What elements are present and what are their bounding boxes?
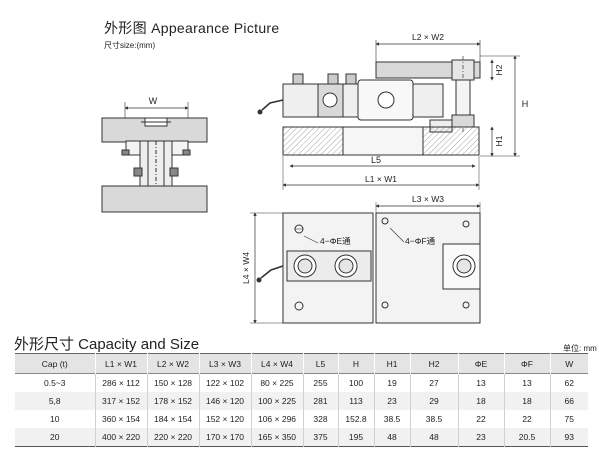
table-cell: 80 × 225 [250, 373, 303, 392]
table-cell: 29 [409, 392, 458, 410]
end-view [101, 102, 208, 213]
column-header: L5 [302, 353, 338, 374]
label-hole-f: 4−ΦF通 [405, 236, 436, 246]
column-header: H [337, 353, 374, 374]
table-cell: 170 × 170 [198, 428, 251, 447]
table-header-row: Cap (t) L1 × W1 L2 × W2 L3 × W3 L4 × W4 … [15, 353, 588, 374]
technical-drawing: W L2 × W2 H2 H H1 L5 L1 × W1 L3 × W3 L4 … [101, 32, 529, 324]
table-cell: 375 [302, 428, 338, 447]
label-l5: L5 [371, 155, 381, 165]
table-cell: 286 × 112 [94, 373, 147, 392]
label-h1: H1 [494, 135, 504, 146]
table-cell: 152.8 [337, 410, 374, 428]
table-cell: 38.5 [373, 410, 410, 428]
label-w: W [149, 96, 158, 106]
table-cell: 100 [337, 373, 374, 392]
table-cell: 20 [50, 432, 60, 442]
column-header: ΦF [503, 353, 550, 374]
table-cell: 178 × 152 [146, 392, 199, 410]
label-l3w3: L3 × W3 [412, 194, 444, 204]
table-unit-note: 单位: mm [563, 344, 597, 353]
table-cell: 328 [302, 410, 338, 428]
table-cell: 400 × 220 [94, 428, 147, 447]
table-cell: 317 × 152 [94, 392, 147, 410]
table-cell: 93 [549, 428, 588, 447]
table-cell: 113 [337, 392, 374, 410]
column-header: ΦE [457, 353, 504, 374]
column-header: H1 [373, 353, 410, 374]
table-cell: 23 [373, 392, 410, 410]
table-cell: 66 [549, 392, 588, 410]
spec-table: Cap (t) L1 × W1 L2 × W2 L3 × W3 L4 × W4 … [15, 353, 588, 447]
label-l1w1: L1 × W1 [365, 174, 397, 184]
table-cell: 122 × 102 [198, 373, 251, 392]
table-cell: 5,8 [48, 396, 61, 406]
table-cell: 13 [503, 373, 550, 392]
table-cell: 150 × 128 [146, 373, 199, 392]
table-cell: 106 × 296 [250, 410, 303, 428]
label-l4w4: L4 × W4 [241, 252, 251, 284]
table-cell: 360 × 154 [94, 410, 147, 428]
table-cell: 255 [302, 373, 338, 392]
table-cell: 27 [409, 373, 458, 392]
table-cell: 10 [50, 414, 60, 424]
table-cell: 13 [457, 373, 504, 392]
label-h: H [522, 99, 529, 109]
column-header: Cap (t) [41, 358, 68, 369]
column-header: W [549, 353, 588, 374]
table-cell: 19 [373, 373, 410, 392]
table-cell: 18 [457, 392, 504, 410]
table-cell: 184 × 154 [146, 410, 199, 428]
capacity-size-title: 外形尺寸 Capacity and Size [14, 336, 200, 353]
table-cell: 281 [302, 392, 338, 410]
size-unit-note: 尺寸size:(mm) [104, 41, 156, 50]
table-row: 10 360 × 154 184 × 154 152 × 120 106 × 2… [15, 410, 588, 428]
table-cell: 195 [337, 428, 374, 447]
column-header: H2 [409, 353, 458, 374]
table-row: 0.5~3 286 × 112 150 × 128 122 × 102 80 ×… [15, 373, 588, 392]
front-view [257, 40, 520, 190]
label-l2w2: L2 × W2 [412, 32, 444, 42]
table-cell: 48 [409, 428, 458, 447]
table-cell: 23 [457, 428, 504, 447]
table-cell: 146 × 120 [198, 392, 251, 410]
appearance-title: 外形图 Appearance Picture [104, 20, 280, 36]
table-row: 20 400 × 220 220 × 220 170 × 170 165 × 3… [15, 428, 588, 447]
table-cell: 75 [549, 410, 588, 428]
table-cell: 38.5 [409, 410, 458, 428]
column-header: L1 × W1 [94, 353, 147, 374]
table-cell: 165 × 350 [250, 428, 303, 447]
table-cell: 62 [549, 373, 588, 392]
table-cell: 22 [503, 410, 550, 428]
table-cell: 20.5 [503, 428, 550, 447]
table-cell: 0.5~3 [43, 378, 66, 388]
table-cell: 220 × 220 [146, 428, 199, 447]
table-cell: 100 × 225 [250, 392, 303, 410]
top-view [250, 202, 481, 324]
label-h2: H2 [494, 64, 504, 75]
table-cell: 152 × 120 [198, 410, 251, 428]
label-hole-e: 4−ΦE通 [320, 236, 351, 246]
column-header: L3 × W3 [198, 353, 251, 374]
table-cell: 48 [373, 428, 410, 447]
column-header: L4 × W4 [250, 353, 303, 374]
table-cell: 18 [503, 392, 550, 410]
table-row: 5,8 317 × 152 178 × 152 146 × 120 100 × … [15, 392, 588, 410]
column-header: L2 × W2 [146, 353, 199, 374]
table-cell: 22 [457, 410, 504, 428]
